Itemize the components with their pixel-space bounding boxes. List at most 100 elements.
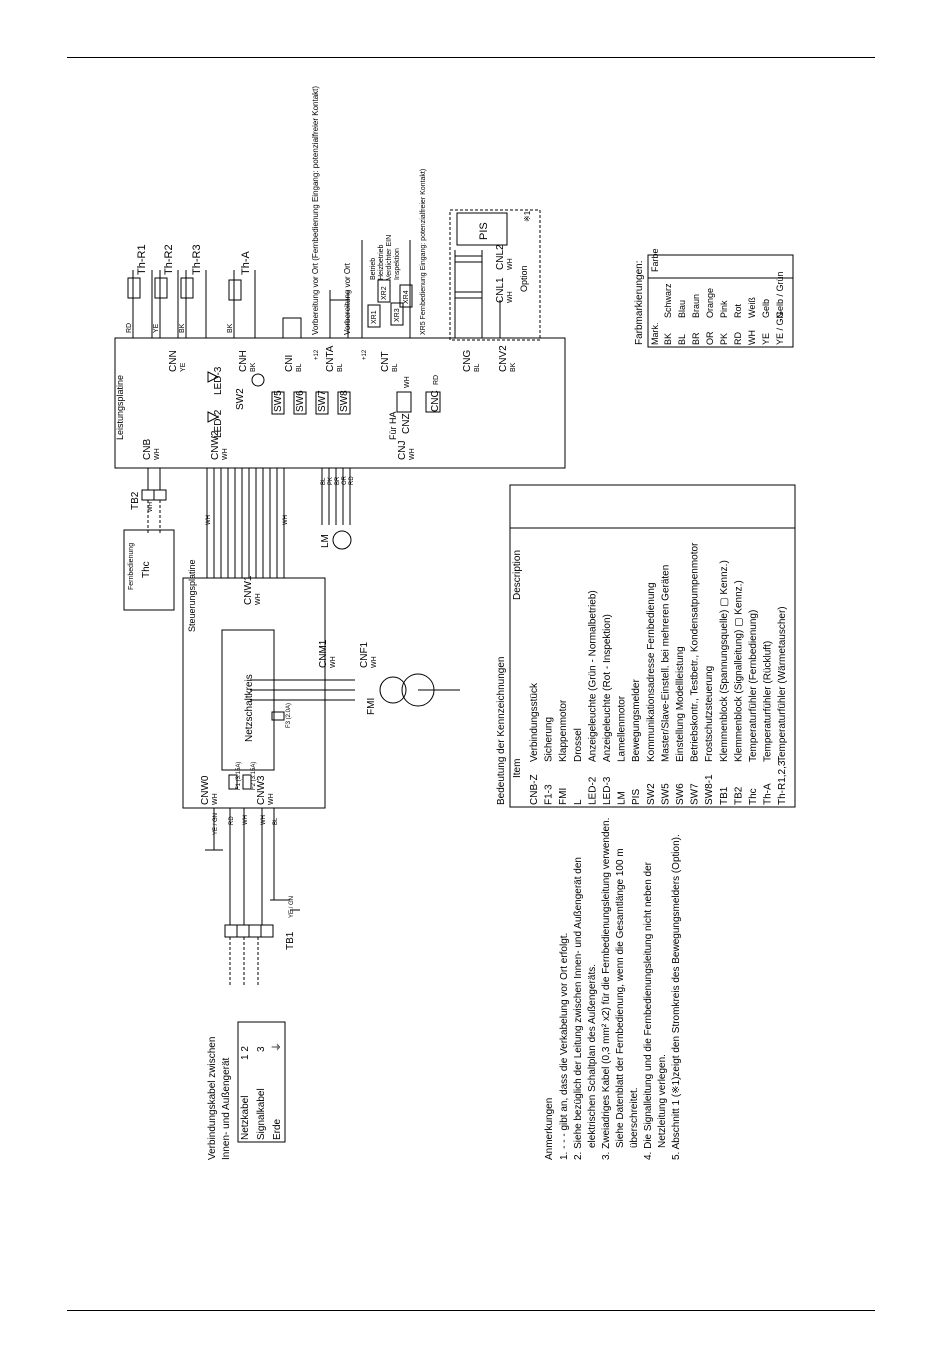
top-rule bbox=[67, 57, 875, 58]
feed-wire-bl: BL bbox=[273, 817, 279, 825]
color-legend-name: Weiß bbox=[747, 297, 757, 318]
pis-inner-box bbox=[456, 212, 508, 246]
cnf1-color: WH bbox=[371, 656, 378, 668]
color-legend-mark: OR bbox=[705, 331, 715, 345]
control-board-outline bbox=[182, 577, 326, 809]
cable-row-value: 1 2 bbox=[240, 1046, 251, 1060]
meaning-row-item: FMI bbox=[558, 788, 569, 805]
cnj-to-lm bbox=[321, 468, 352, 550]
cnt-label: CNT bbox=[380, 351, 391, 372]
cnb-color: WH bbox=[154, 448, 161, 460]
sw8-label: SW8 bbox=[339, 390, 350, 412]
control-board-label: Steuerungsplatine bbox=[187, 559, 197, 632]
sensor-thr2-label: Th-R2 bbox=[163, 244, 175, 275]
board-switches bbox=[251, 373, 441, 415]
cable-row-label: Netzkabel bbox=[240, 1096, 251, 1140]
meaning-table-title: Bedeutung der Kennzeichnungen bbox=[496, 657, 507, 805]
meaning-row-item: SW5 bbox=[660, 783, 671, 805]
cable-row-label: Signalkabel bbox=[256, 1088, 267, 1140]
lm-wire-rd: RD bbox=[349, 476, 355, 485]
meaning-row-desc: Sicherung bbox=[544, 717, 555, 762]
meaning-row-item: PIS bbox=[631, 789, 642, 805]
lm-label: LM bbox=[320, 534, 331, 548]
cnm1-color: WH bbox=[330, 656, 337, 668]
meaning-rows: CNB-ZVerbindungsstückF1-3SicherungFMIKla… bbox=[529, 542, 788, 805]
color-legend-name: Schwarz bbox=[663, 283, 673, 318]
meaning-row-desc: Betriebskontr., Testbetr., Kondensatpump… bbox=[690, 542, 701, 762]
cni-color: BL bbox=[296, 363, 303, 372]
annotation-xr5: XR5 Fernbedienung Eingang: potenzialfrei… bbox=[420, 169, 427, 335]
meaning-row-desc: Bewegungsmelder bbox=[631, 679, 642, 762]
color-legend-mark: RD bbox=[733, 332, 743, 345]
note-mark-1: ※1 bbox=[523, 210, 532, 222]
feed-wire-rd: RD bbox=[229, 816, 235, 825]
annotation-heizbetrieb: Heizbetrieb bbox=[378, 244, 385, 280]
tb1-label: TB1 bbox=[285, 931, 296, 950]
sensor-thr3 bbox=[180, 270, 207, 338]
color-legend-name: Braun bbox=[691, 294, 701, 318]
annotation-inspektion: Inspektion bbox=[394, 248, 401, 280]
cnw2-color: WH bbox=[222, 448, 229, 460]
led-symbols bbox=[207, 371, 220, 423]
plus12-b: +12 bbox=[362, 349, 368, 360]
note-line: 2. Siehe bezüglich der Leitung zwischen … bbox=[573, 857, 584, 1160]
fmi-motor bbox=[250, 673, 460, 707]
meaning-row-desc: Frostschutzsteuerung bbox=[704, 666, 715, 762]
relay-xr3: XR3 bbox=[394, 308, 401, 322]
meaning-row-item: SW8-1 bbox=[704, 774, 715, 805]
cable-row-value: ⏚ bbox=[271, 1042, 283, 1052]
cnb-label: CNB bbox=[142, 439, 153, 460]
cni-box bbox=[282, 317, 302, 339]
sensor-tha bbox=[228, 270, 256, 338]
tb1-wire-yegn: YE / GN bbox=[289, 896, 295, 918]
note-line: 1. - - - gibt an, dass die Verkabelung v… bbox=[559, 933, 570, 1160]
meaning-row-item: TB2 bbox=[733, 786, 744, 805]
cable-table-title-2: Innen- und Außengerät bbox=[221, 1057, 232, 1160]
cng-color: BL bbox=[474, 363, 481, 372]
annotation-vorbereitung: Vorbereitung vor Ort bbox=[343, 262, 352, 335]
lm-wire-bl: BL bbox=[321, 477, 327, 485]
bundle-wh-1: WH bbox=[206, 515, 212, 525]
feed-wire-wh: WH bbox=[243, 815, 249, 825]
color-legend-name: Rot bbox=[733, 303, 743, 318]
option-label: Option bbox=[519, 265, 529, 292]
meaning-row-desc: Einstellung Modellleistung bbox=[675, 646, 686, 762]
cnta-label: CNTA bbox=[325, 345, 336, 372]
sw7-label: SW7 bbox=[317, 390, 328, 412]
cnw-bundle bbox=[206, 468, 285, 578]
fuse-f3-label: F3 (2.0A) bbox=[286, 703, 292, 728]
meaning-row-desc: Drossel bbox=[573, 728, 584, 762]
power-board-label: Leistungsplatine bbox=[115, 375, 125, 440]
sensor-thr2 bbox=[154, 270, 179, 338]
cnn-color: YE bbox=[180, 362, 187, 372]
cnw0-color: WH bbox=[212, 793, 219, 805]
meaning-row-item: F1-3 bbox=[544, 784, 555, 805]
tb2-wire-wh: WH bbox=[148, 502, 154, 512]
meaning-row-item: SW6 bbox=[675, 783, 686, 805]
cnl1-label: CNL1 bbox=[495, 277, 506, 303]
meaning-row-item: TB1 bbox=[719, 786, 730, 805]
power-feed bbox=[205, 808, 300, 985]
power-board-outline bbox=[114, 337, 566, 469]
meaning-row-item: LED-3 bbox=[602, 776, 613, 805]
thc-label: Thc bbox=[141, 561, 152, 578]
cnc-color: RD bbox=[433, 375, 440, 385]
lm-wire-or: OR bbox=[342, 475, 348, 485]
lm-wire-pk: PK bbox=[328, 477, 334, 485]
led2-label: LED-2 bbox=[213, 409, 224, 438]
color-legend-mark: YE / GN bbox=[775, 312, 785, 345]
cable-row-label: Erde bbox=[272, 1118, 283, 1140]
meaning-row-desc: Temperaturfühler (Rückluft) bbox=[763, 641, 774, 762]
bundle-wh-2: WH bbox=[283, 515, 289, 525]
color-legend-mark: YE bbox=[761, 333, 771, 345]
pe-wire-yegn: YE / GN bbox=[213, 813, 219, 835]
notes-title: Anmerkungen bbox=[544, 1098, 555, 1160]
meaning-row-desc: Anzeigeleuchte (Grün - Normalbetrieb) bbox=[587, 590, 598, 762]
sw6-label: SW6 bbox=[295, 390, 306, 412]
cnw1-label: CNW1 bbox=[243, 575, 254, 605]
pis-label: PIS bbox=[478, 222, 490, 240]
cnc-label: CNC bbox=[430, 390, 441, 412]
cnv2-label: CNV2 bbox=[498, 345, 509, 372]
cnh-color: BK bbox=[250, 362, 257, 372]
meaning-row-desc: Klemmenblock (Spannungsquelle) ▢ Kennz.) bbox=[719, 560, 730, 762]
